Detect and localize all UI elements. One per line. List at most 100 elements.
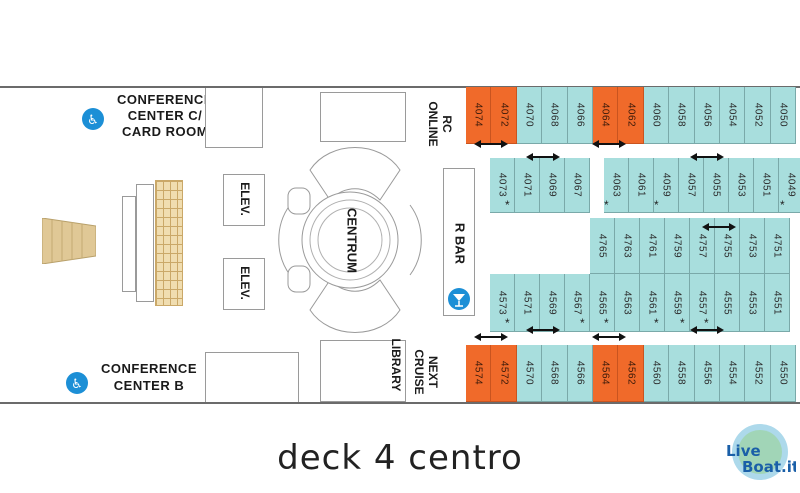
- cabin-4765[interactable]: 4765: [590, 218, 616, 274]
- cabin-4570[interactable]: 4570: [516, 345, 543, 402]
- connecting-star-icon: *: [704, 316, 709, 330]
- cabin-number: 4558: [675, 360, 687, 386]
- cabin-4568[interactable]: 4568: [542, 345, 568, 402]
- cabin-4759[interactable]: 4759: [665, 218, 691, 274]
- cabin-4565[interactable]: 4565: [590, 274, 616, 332]
- cabin-4062[interactable]: 4062: [618, 87, 644, 144]
- cabin-number: 4757: [696, 233, 708, 258]
- cabin-4072[interactable]: 4072: [491, 87, 517, 144]
- cabin-4556[interactable]: 4556: [694, 345, 720, 402]
- cabin-4052[interactable]: 4052: [745, 87, 771, 144]
- cabin-number: 4552: [752, 360, 764, 386]
- cabin-4551[interactable]: 4551: [765, 274, 791, 332]
- cabin-number: 4573: [496, 290, 508, 315]
- cabin-4753[interactable]: 4753: [740, 218, 766, 274]
- cabin-4761[interactable]: 4761: [640, 218, 666, 274]
- deck-outline: [0, 86, 800, 404]
- cabin-4763[interactable]: 4763: [615, 218, 641, 274]
- cabin-number: 4564: [599, 360, 611, 386]
- cabin-4068[interactable]: 4068: [542, 87, 568, 144]
- cabin-number: 4572: [498, 360, 510, 386]
- cabin-4552[interactable]: 4552: [745, 345, 771, 402]
- cabin-number: 4059: [660, 172, 672, 198]
- cabin-4550[interactable]: 4550: [770, 345, 797, 402]
- cabin-number: 4060: [650, 102, 662, 128]
- cabin-number: 4053: [735, 172, 747, 198]
- cabin-4073[interactable]: 4073: [490, 158, 516, 213]
- connecting-star-icon: *: [654, 316, 659, 330]
- elevator-2: ELEV.: [223, 258, 265, 310]
- rc-online-room: [320, 92, 406, 142]
- cabin-4066[interactable]: 4066: [567, 87, 593, 144]
- cabin-4067[interactable]: 4067: [565, 158, 591, 213]
- connecting-door-icon: [526, 326, 560, 334]
- cabin-number: 4051: [760, 172, 772, 198]
- cabin-4558[interactable]: 4558: [669, 345, 695, 402]
- cabin-4049[interactable]: 4049: [779, 158, 800, 213]
- cabin-4554[interactable]: 4554: [720, 345, 746, 402]
- cabin-4056[interactable]: 4056: [694, 87, 720, 144]
- cabin-number: 4759: [671, 233, 683, 258]
- cabin-4055[interactable]: 4055: [704, 158, 730, 213]
- cabin-number: 4751: [771, 233, 783, 258]
- cabin-4070[interactable]: 4070: [516, 87, 543, 144]
- cabin-4057[interactable]: 4057: [679, 158, 705, 213]
- cabin-4566[interactable]: 4566: [567, 345, 593, 402]
- cabin-4751[interactable]: 4751: [765, 218, 791, 274]
- cabin-4557[interactable]: 4557: [690, 274, 716, 332]
- platform: [122, 196, 136, 292]
- cabin-4553[interactable]: 4553: [740, 274, 766, 332]
- cabin-number: 4560: [650, 360, 662, 386]
- cabin-4074[interactable]: 4074: [466, 87, 492, 144]
- cabin-4063[interactable]: 4063: [604, 158, 630, 213]
- cabin-4572[interactable]: 4572: [491, 345, 517, 402]
- cabin-number: 4574: [472, 360, 484, 386]
- cabin-4573[interactable]: 4573: [490, 274, 516, 332]
- cabin-4071[interactable]: 4071: [515, 158, 541, 213]
- cabin-4051[interactable]: 4051: [754, 158, 780, 213]
- cabin-4061[interactable]: 4061: [629, 158, 655, 213]
- cabin-number: 4565: [596, 290, 608, 315]
- cabin-4053[interactable]: 4053: [729, 158, 755, 213]
- cabin-4054[interactable]: 4054: [720, 87, 746, 144]
- centrum-label: CENTRUM: [344, 208, 360, 273]
- cabin-4567[interactable]: 4567: [565, 274, 591, 332]
- cabin-4571[interactable]: 4571: [515, 274, 541, 332]
- cabin-number: 4569: [546, 290, 558, 315]
- cabin-number: 4550: [777, 360, 789, 386]
- cabin-number: 4054: [726, 102, 738, 128]
- cabin-number: 4567: [571, 290, 583, 315]
- cabin-4564[interactable]: 4564: [593, 345, 619, 402]
- connecting-star-icon: *: [680, 316, 685, 330]
- cabin-number: 4765: [596, 233, 608, 258]
- cabin-number: 4061: [635, 172, 647, 198]
- r-bar-label: R BAR: [452, 222, 468, 265]
- cabin-4050[interactable]: 4050: [770, 87, 797, 144]
- cabin-number: 4069: [546, 172, 558, 198]
- cabin-number: 4062: [625, 102, 637, 128]
- cabin-number: 4763: [621, 233, 633, 258]
- cabin-4559[interactable]: 4559: [665, 274, 691, 332]
- connecting-star-icon: *: [505, 316, 510, 330]
- connecting-door-icon: [592, 140, 626, 148]
- connecting-door-icon: [690, 326, 724, 334]
- connecting-star-icon: *: [654, 198, 659, 212]
- cabin-4059[interactable]: 4059: [654, 158, 680, 213]
- elevator-1: ELEV.: [223, 174, 265, 226]
- cabin-4555[interactable]: 4555: [715, 274, 741, 332]
- cabin-4561[interactable]: 4561: [640, 274, 666, 332]
- cabin-4574[interactable]: 4574: [466, 345, 492, 402]
- cabin-4560[interactable]: 4560: [643, 345, 670, 402]
- cabin-4569[interactable]: 4569: [540, 274, 566, 332]
- cabin-4069[interactable]: 4069: [540, 158, 566, 213]
- cabin-4563[interactable]: 4563: [615, 274, 641, 332]
- cabin-4058[interactable]: 4058: [669, 87, 695, 144]
- cabin-number: 4064: [599, 102, 611, 128]
- cabin-number: 4070: [523, 102, 535, 128]
- cabin-4060[interactable]: 4060: [643, 87, 670, 144]
- cabin-number: 4055: [710, 172, 722, 198]
- cabin-4064[interactable]: 4064: [593, 87, 619, 144]
- cabin-4562[interactable]: 4562: [618, 345, 644, 402]
- cabin-number: 4561: [646, 290, 658, 315]
